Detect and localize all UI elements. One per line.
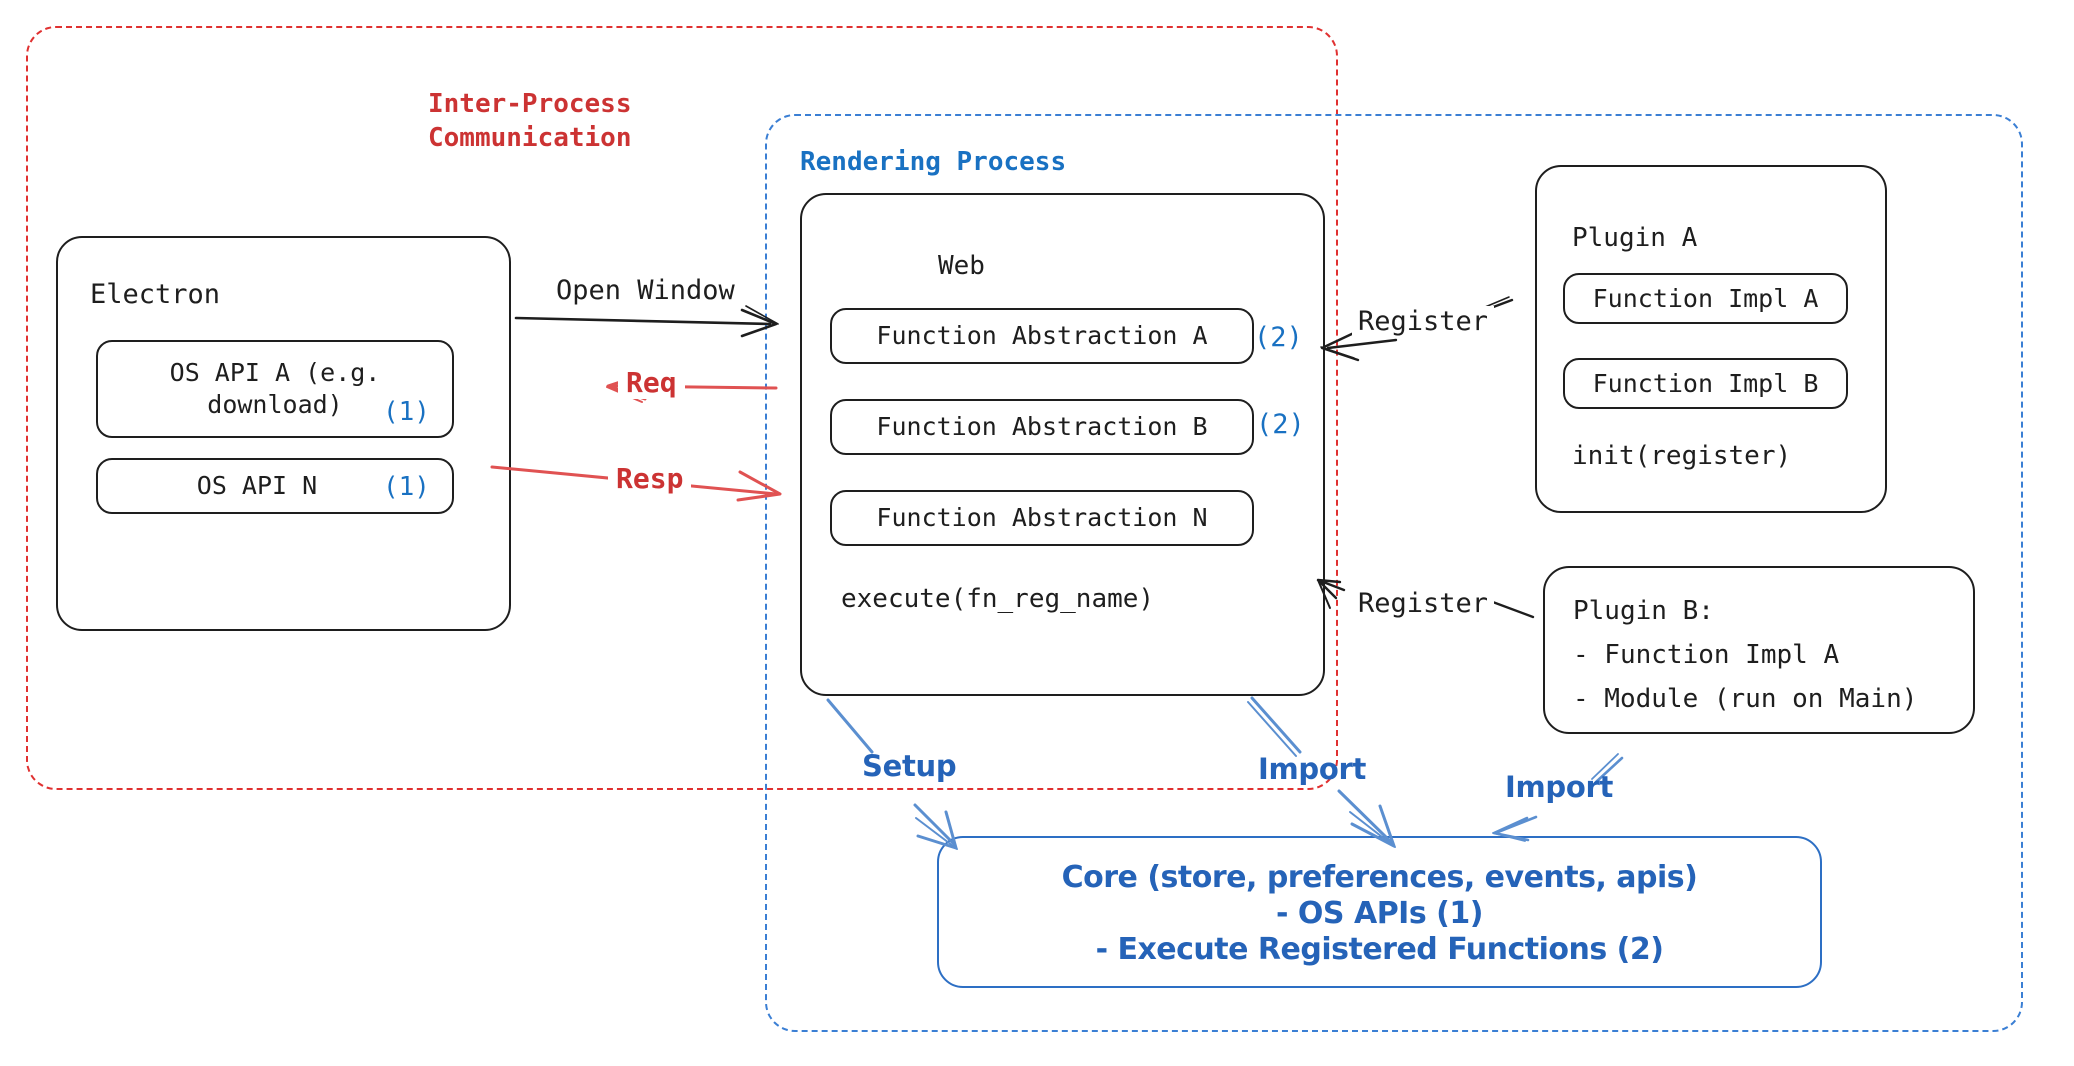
arrow-label-import-web: Import: [1258, 752, 1367, 786]
arrow-label-resp: Resp: [608, 462, 692, 495]
plugin-b-title: Plugin B:: [1573, 596, 1714, 626]
ipc-region-label-line2: Communication: [428, 123, 632, 153]
plugin-a-function-impl-a-box[interactable]: [1563, 273, 1848, 324]
function-abstraction-b-box[interactable]: [830, 399, 1254, 455]
region-inter-process-communication: [26, 26, 1338, 790]
web-box: [800, 193, 1325, 696]
function-abstraction-a-tag: (2): [1254, 322, 1303, 353]
region-rendering-process: [765, 114, 2023, 1032]
arrow-label-open-window: Open Window: [556, 275, 735, 306]
plugin-a-init-label: init(register): [1572, 441, 1792, 471]
rendering-process-label: Rendering Process: [800, 147, 1067, 177]
os-api-n-tag: (1): [383, 472, 430, 502]
function-abstraction-b-label: Function Abstraction B: [876, 412, 1208, 441]
function-abstraction-n-box[interactable]: [830, 490, 1254, 546]
function-abstraction-n-label: Function Abstraction N: [876, 503, 1208, 532]
plugin-a-box: [1535, 165, 1887, 513]
plugin-a-function-impl-b-label: Function Impl B: [1592, 368, 1819, 398]
plugin-a-title: Plugin A: [1572, 223, 1698, 253]
plugin-a-function-impl-a-label: Function Impl A: [1592, 283, 1819, 313]
plugin-a-function-impl-b-box[interactable]: [1563, 358, 1848, 409]
arrow-label-setup: Setup: [862, 749, 957, 783]
function-abstraction-a-label: Function Abstraction A: [876, 321, 1208, 350]
core-line-1: Core (store, preferences, events, apis): [1061, 860, 1698, 895]
arrow-label-req: Req: [618, 366, 685, 399]
function-abstraction-a-box[interactable]: [830, 308, 1254, 364]
core-line-3: - Execute Registered Functions (2): [1095, 932, 1664, 967]
os-api-n-box[interactable]: [96, 458, 454, 514]
function-abstraction-b-tag: (2): [1256, 409, 1305, 440]
os-api-a-tag: (1): [383, 397, 430, 427]
electron-title: Electron: [90, 279, 221, 310]
os-api-n-label: OS API N: [196, 471, 318, 500]
plugin-b-item-1: - Module (run on Main): [1573, 684, 1918, 714]
core-line-2: - OS APIs (1): [1276, 896, 1483, 931]
arrow-label-import-plugin-b: Import: [1505, 770, 1614, 804]
plugin-b-item-0: - Function Impl A: [1573, 640, 1840, 670]
web-execute-method: execute(fn_reg_name): [841, 584, 1155, 614]
os-api-a-label: OS API A (e.g. download): [169, 358, 381, 419]
os-api-a-box[interactable]: [96, 340, 454, 438]
arrow-label-register-plugin-b: Register: [1352, 588, 1495, 619]
plugin-b-box: [1543, 566, 1975, 734]
electron-box: [56, 236, 511, 631]
arrow-label-register-plugin-a: Register: [1352, 306, 1495, 337]
web-title: Web: [938, 251, 985, 281]
ipc-region-label-line1: Inter-Process: [428, 89, 632, 119]
